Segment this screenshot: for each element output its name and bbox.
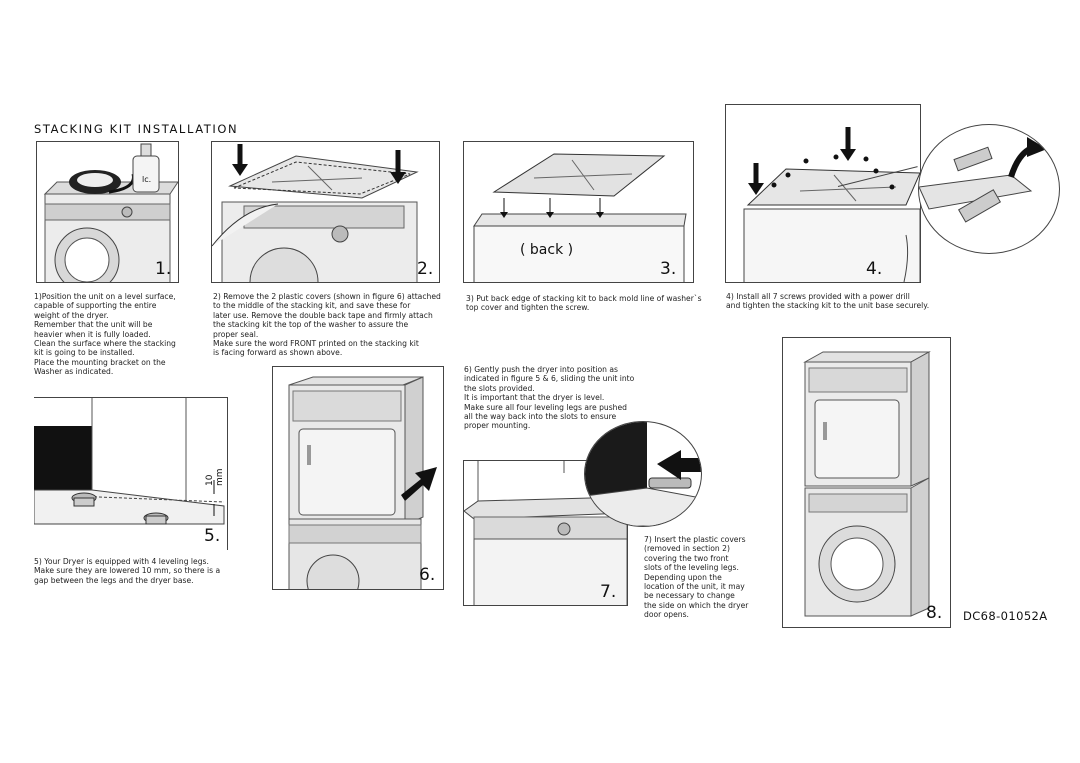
back-label: ( back ) xyxy=(520,242,574,258)
washer-illustration xyxy=(43,143,178,282)
figure-2-number: 2. xyxy=(417,259,434,279)
figure-7: 7. xyxy=(463,460,628,606)
bottle-label: lc. xyxy=(142,175,152,184)
figure-7-number: 7. xyxy=(600,582,617,602)
caption-step-1: 1)Position the unit on a level surface, … xyxy=(34,292,176,377)
plastic-cover-illustration xyxy=(464,461,627,605)
back-alignment-illustration xyxy=(473,153,687,282)
caption-step-3: 3) Put back edge of stacking kit to back… xyxy=(466,294,702,313)
figure-1: lc. 1. xyxy=(36,141,179,283)
gap-label-10mm: 10 mm xyxy=(205,468,225,486)
stacked-units-illustration xyxy=(803,351,931,617)
figure-4-detail-circle xyxy=(918,124,1060,254)
detail-cover-illustration xyxy=(585,422,701,526)
figure-4-number: 4. xyxy=(866,259,883,279)
leveling-legs-illustration xyxy=(34,398,225,525)
caption-step-2: 2) Remove the 2 plastic covers (shown in… xyxy=(213,292,441,358)
document-number: DC68-01052A xyxy=(963,609,1048,623)
page-title: STACKING KIT INSTALLATION xyxy=(34,122,239,136)
caption-step-5: 5) Your Dryer is equipped with 4 levelin… xyxy=(34,557,221,585)
figure-8: 8. xyxy=(782,337,951,628)
figure-6: 6. xyxy=(272,366,444,590)
figure-3: ( back ) 3. xyxy=(463,141,694,283)
caption-step-4: 4) Install all 7 screws provided with a … xyxy=(726,292,930,311)
detail-screw-illustration xyxy=(919,137,1047,223)
figure-7-detail-circle xyxy=(584,421,702,527)
dryer-on-washer-illustration xyxy=(288,376,437,589)
caption-step-6: 6) Gently push the dryer into position a… xyxy=(464,365,635,431)
stacking-kit-on-washer-illustration xyxy=(212,144,419,282)
figure-4: 4. xyxy=(725,104,921,283)
figure-5: 10 mm 5. xyxy=(34,397,228,550)
figure-6-number: 6. xyxy=(419,565,436,585)
figure-5-number: 5. xyxy=(204,526,221,546)
figure-2: 2. xyxy=(211,141,440,283)
figure-8-number: 8. xyxy=(926,603,943,623)
figure-1-number: 1. xyxy=(155,259,172,279)
figure-3-number: 3. xyxy=(660,259,677,279)
screw-installation-illustration xyxy=(743,127,920,282)
caption-step-7: 7) Insert the plastic covers (removed in… xyxy=(644,535,749,620)
